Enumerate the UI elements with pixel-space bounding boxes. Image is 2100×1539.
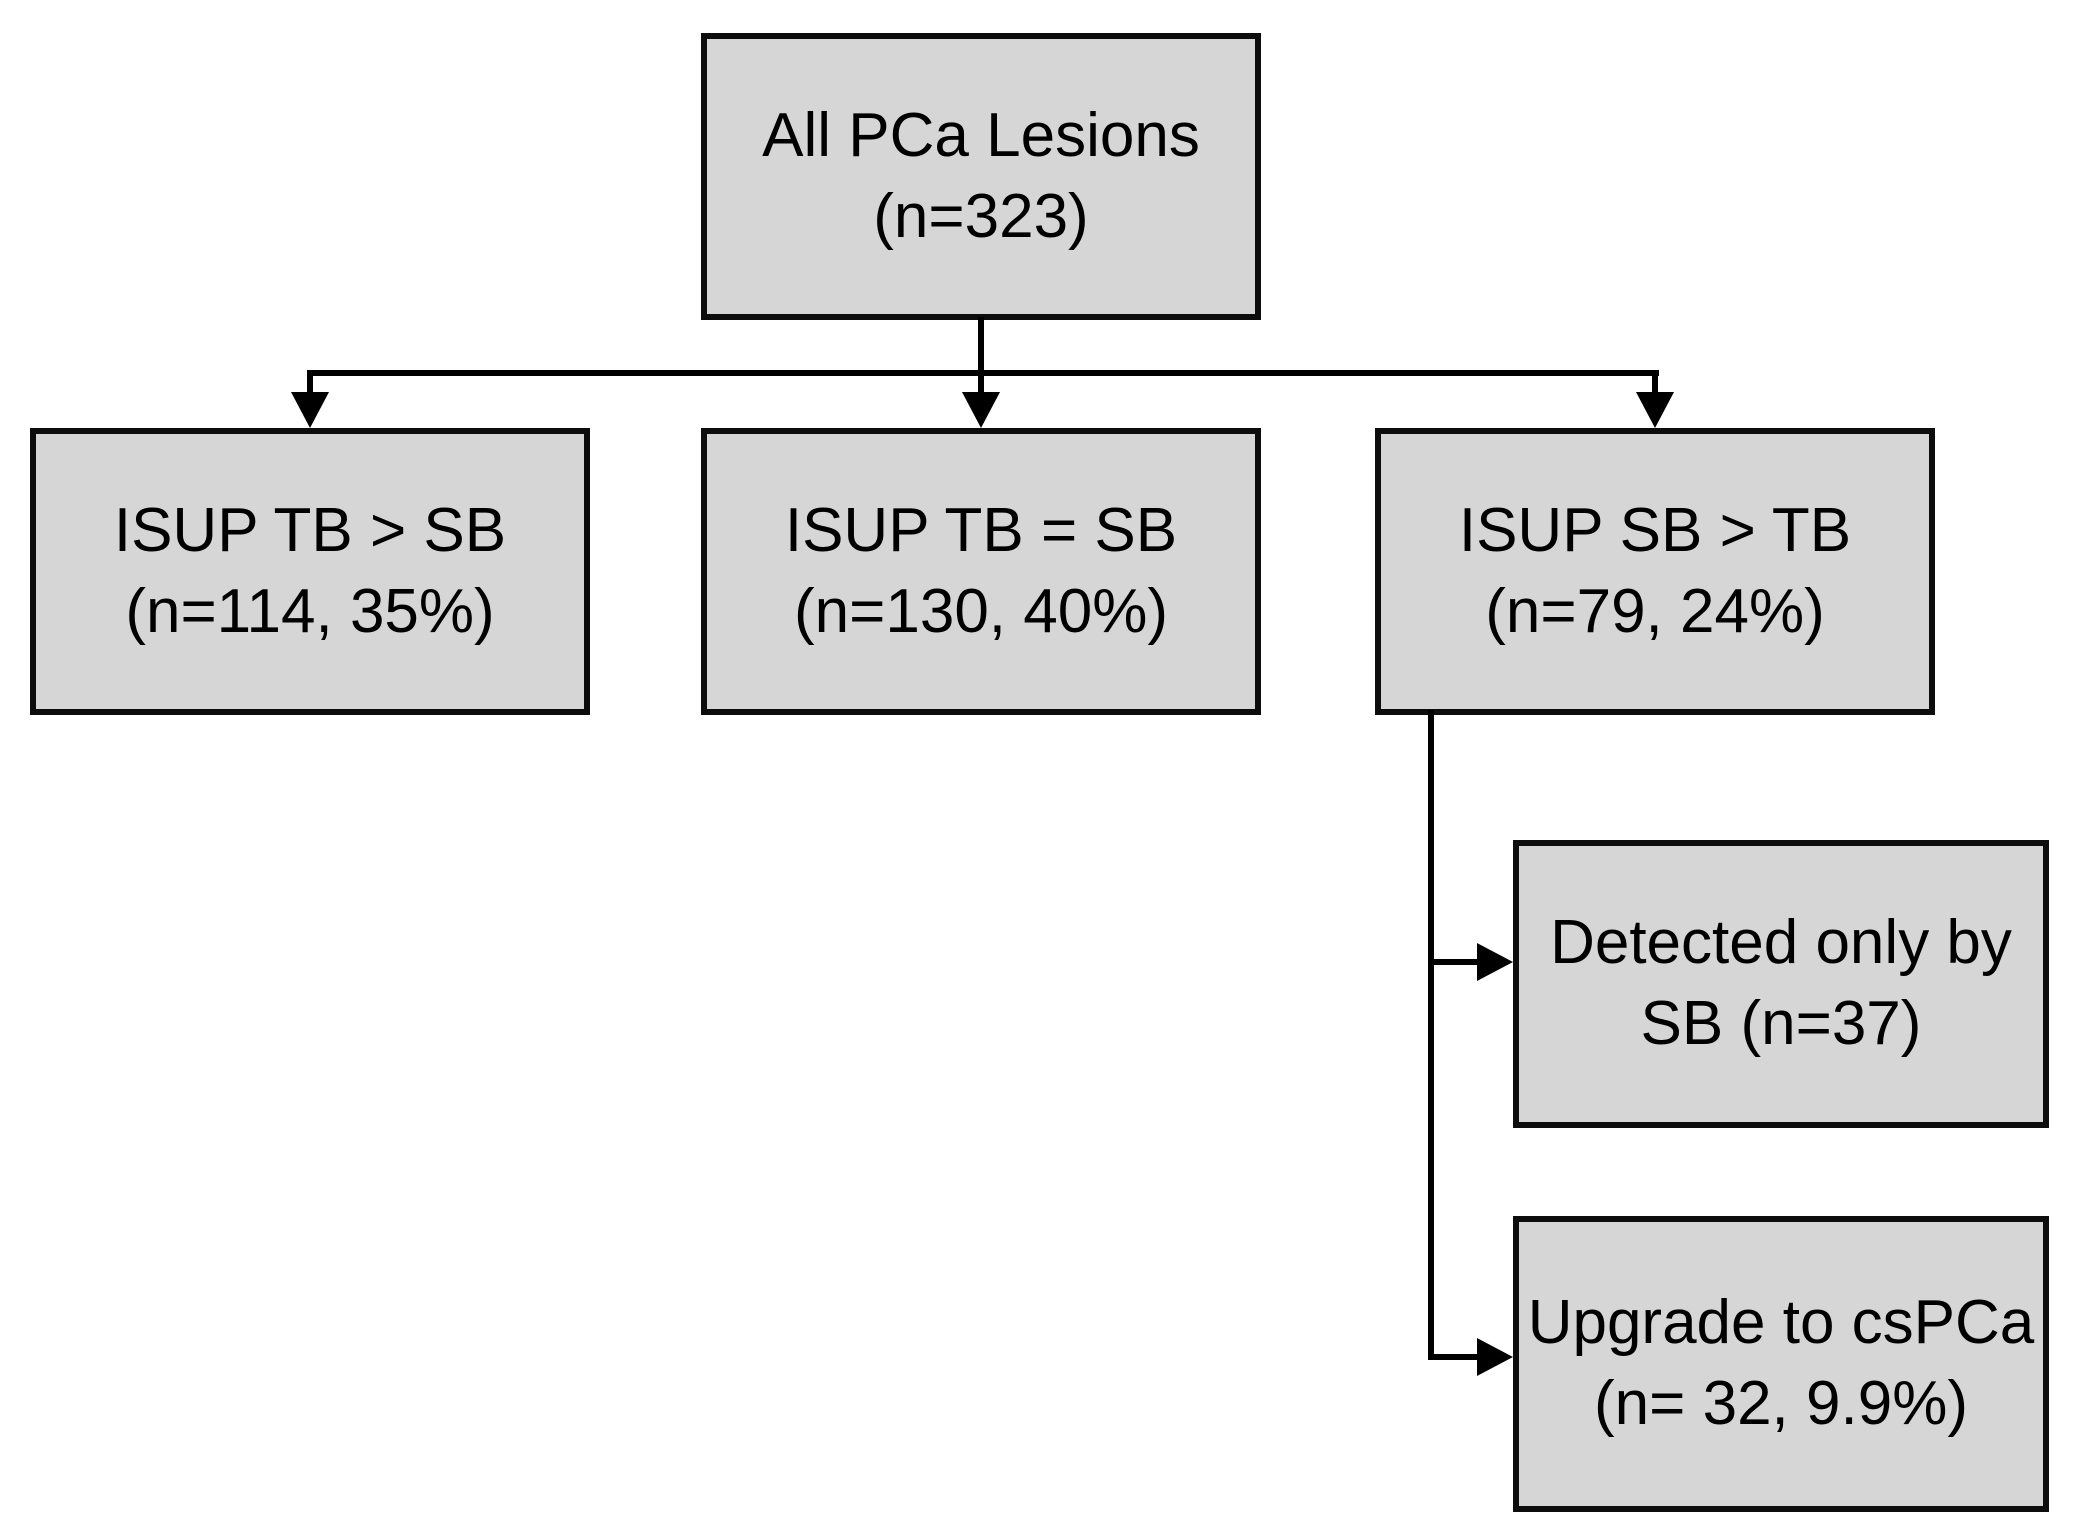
node-all-pca-lesions-label: All PCa Lesions bbox=[762, 100, 1200, 170]
connector-to-detected-only-sb bbox=[1428, 959, 1483, 965]
node-isup-tb-eq-sb-count: (n=130, 40%) bbox=[794, 576, 1168, 646]
node-upgrade-to-cspca: Upgrade to csPCa (n= 32, 9.9%) bbox=[1513, 1216, 2049, 1512]
arrowhead-right-upgrade-icon bbox=[1477, 1338, 1513, 1376]
node-isup-tb-gt-sb-label: ISUP TB > SB bbox=[113, 495, 507, 565]
node-isup-sb-gt-tb-label: ISUP SB > TB bbox=[1458, 495, 1852, 565]
node-isup-tb-gt-sb: ISUP TB > SB (n=114, 35%) bbox=[30, 428, 590, 715]
node-detected-only-by-sb-label: Detected only by bbox=[1550, 908, 2012, 978]
node-all-pca-lesions: All PCa Lesions (n=323) bbox=[701, 33, 1261, 320]
node-upgrade-to-cspca-count: (n= 32, 9.9%) bbox=[1594, 1369, 1968, 1438]
node-all-pca-lesions-count: (n=323) bbox=[873, 181, 1089, 251]
node-detected-only-by-sb: Detected only by SB (n=37) bbox=[1513, 840, 2049, 1128]
connector-stem-left bbox=[307, 370, 313, 398]
arrowhead-down-middle-icon bbox=[962, 392, 1000, 428]
node-isup-tb-eq-sb-label: ISUP TB = SB bbox=[784, 495, 1178, 565]
node-isup-tb-eq-sb: ISUP TB = SB (n=130, 40%) bbox=[701, 428, 1261, 715]
connector-to-upgrade-cspca bbox=[1428, 1354, 1483, 1360]
arrowhead-down-left-icon bbox=[291, 392, 329, 428]
connector-sb-gt-tb-vertical bbox=[1428, 710, 1434, 1360]
node-upgrade-to-cspca-label: Upgrade to csPCa bbox=[1527, 1288, 2035, 1358]
node-isup-sb-gt-tb-count: (n=79, 24%) bbox=[1485, 576, 1825, 646]
node-isup-sb-gt-tb: ISUP SB > TB (n=79, 24%) bbox=[1375, 428, 1935, 715]
arrowhead-down-right-icon bbox=[1636, 392, 1674, 428]
arrowhead-right-detected-icon bbox=[1477, 943, 1513, 981]
node-isup-tb-gt-sb-count: (n=114, 35%) bbox=[125, 576, 495, 646]
node-detected-only-by-sb-count: SB (n=37) bbox=[1640, 989, 1922, 1058]
connector-root-stem bbox=[978, 317, 984, 373]
connector-stem-right bbox=[1652, 370, 1658, 398]
connector-stem-middle bbox=[978, 370, 984, 398]
